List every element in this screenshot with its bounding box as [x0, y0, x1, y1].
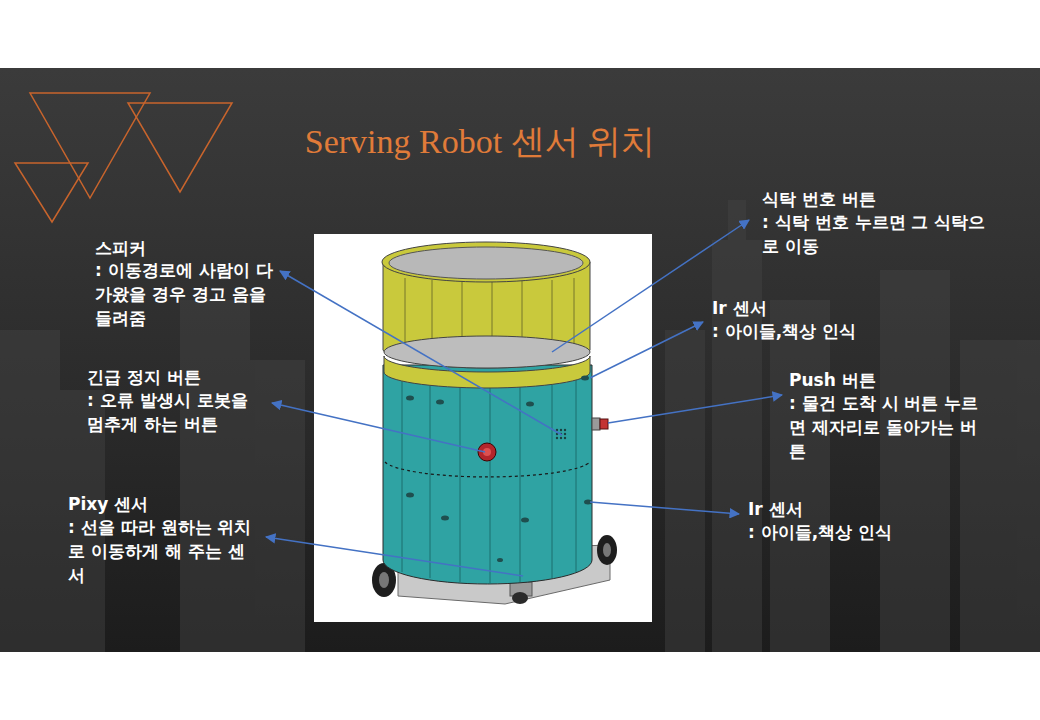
callout-text: : 아이들,책상 인식 — [712, 319, 912, 343]
decor-triangles — [15, 93, 232, 222]
callout-heading: Ir 센서 — [748, 497, 948, 521]
robot-wheel-hub — [603, 543, 611, 557]
slide-title: Serving Robot 센서 위치 — [180, 120, 780, 164]
robot-shelf — [384, 336, 590, 368]
callout-heading: Pixy 센서 — [68, 492, 253, 516]
callout-heading: 스피커 — [95, 236, 275, 260]
robot-tray-top — [389, 247, 583, 279]
dark-background-band — [0, 68, 1040, 652]
sensor-holes — [406, 376, 592, 563]
robot-wheel-hub — [379, 572, 389, 588]
decor-triangle — [15, 163, 88, 222]
callout-text: : 아이들,책상 인식 — [748, 520, 948, 544]
push-button — [600, 419, 608, 429]
leader-line — [266, 537, 523, 576]
callout-text: : 물건 도착 시 버튼 누르 면 제자리로 돌아가는 버 튼 — [789, 391, 989, 463]
callout-text: : 선을 따라 원하는 위치로 이동하게 해 주는 센서 — [68, 515, 253, 587]
robot-image-frame — [314, 234, 652, 622]
robot-tray-rim — [382, 242, 590, 282]
callout-heading: 긴급 정지 버튼 — [87, 365, 267, 389]
callout-heading: Push 버튼 — [789, 368, 989, 392]
robot-wheel — [597, 535, 617, 565]
robot-body — [383, 365, 592, 584]
city-silhouette — [0, 200, 1040, 652]
emergency-stop-button — [478, 443, 496, 461]
robot-tray-lip — [384, 356, 590, 388]
callout-heading: Ir 센서 — [712, 296, 912, 320]
push-button-mount — [592, 418, 600, 430]
leader-line — [280, 271, 562, 435]
callout-heading: 식탁 번호 버튼 — [762, 187, 997, 211]
robot-caster-wheel — [512, 592, 528, 604]
callout-text: : 이동경로에 사람이 다가왔을 경우 경고 음을 들려줌 — [95, 258, 275, 330]
robot-body-panels — [402, 380, 576, 584]
callout-text: : 오류 발생시 로봇을 멈추게 하는 버튼 — [87, 388, 267, 436]
callout-text: : 식탁 번호 누르면 그 식탁으 로 이동 — [762, 210, 997, 258]
leader-line — [608, 395, 782, 423]
leader-line — [590, 322, 703, 378]
leader-line — [272, 403, 485, 452]
leader-line — [590, 502, 739, 514]
robot-seam — [385, 462, 590, 477]
robot-illustration — [372, 242, 617, 604]
decor-triangle — [128, 103, 232, 192]
leader-lines — [266, 220, 782, 576]
